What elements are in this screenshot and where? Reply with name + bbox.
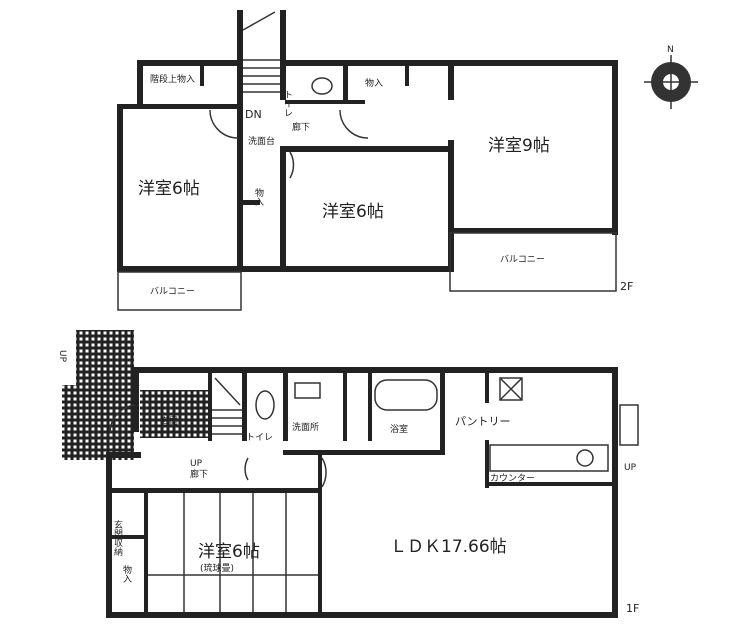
label-toilet-2f: トイレ [282,90,293,117]
north-label: N [667,45,674,55]
balcony-left [117,271,242,311]
label-shoe-storage: 玄関収納 [112,519,123,557]
label-up-back: UP [624,463,637,473]
label-down: DN [245,108,262,121]
label-hallway-1f: 廊下 [190,468,208,480]
floor-label-1f: 1F [626,602,639,615]
label-washstand: 洗面台 [248,135,275,147]
staircase-1f [212,377,242,435]
label-toilet-1f: トイレ [246,433,273,443]
label-storage-top: 物入 [365,77,383,89]
floor-2: 洋室6帖 洋室6帖 洋室9帖 階段上物入 トイレ 物入 物入 廊下 洗面台 DN… [117,10,633,311]
label-hallway-2f: 廊下 [292,121,310,133]
label-ryukyu-tatami: (琉球畳) [200,562,234,574]
floor-label-2f: 2F [620,280,633,293]
room-western-2f-right: 洋室9帖 [488,136,550,156]
label-balcony-right: バルコニー [500,254,545,265]
label-washroom: 洗面所 [292,421,319,433]
label-storage-mid: 物入 [253,187,264,206]
room-western-2f-left: 洋室6帖 [138,179,200,199]
room-ldk: ＬＤＫ17.66帖 [390,537,507,557]
compass-icon: N [644,45,698,109]
label-balcony-left: バルコニー [150,286,195,297]
label-storage-1f: 物入 [121,564,132,583]
label-entrance: 玄関 [160,415,178,427]
balcony-right [449,232,617,292]
label-stair-storage: 階段上物入 [150,73,195,85]
tatami-lines [148,493,318,612]
label-counter: カウンター [490,473,535,484]
label-up-stairs: UP [190,459,203,469]
label-bathroom: 浴室 [390,423,408,435]
floor-1: ＬＤＫ17.66帖 洋室6帖 (琉球畳) 玄関 トイレ 洗面所 浴室 パントリー… [57,330,639,618]
staircase-2f [242,11,280,93]
room-western-1f: 洋室6帖 [198,542,260,562]
label-pantry: パントリー [455,415,511,428]
label-up-entrance: UP [57,350,67,363]
room-western-2f-middle: 洋室6帖 [322,202,384,222]
